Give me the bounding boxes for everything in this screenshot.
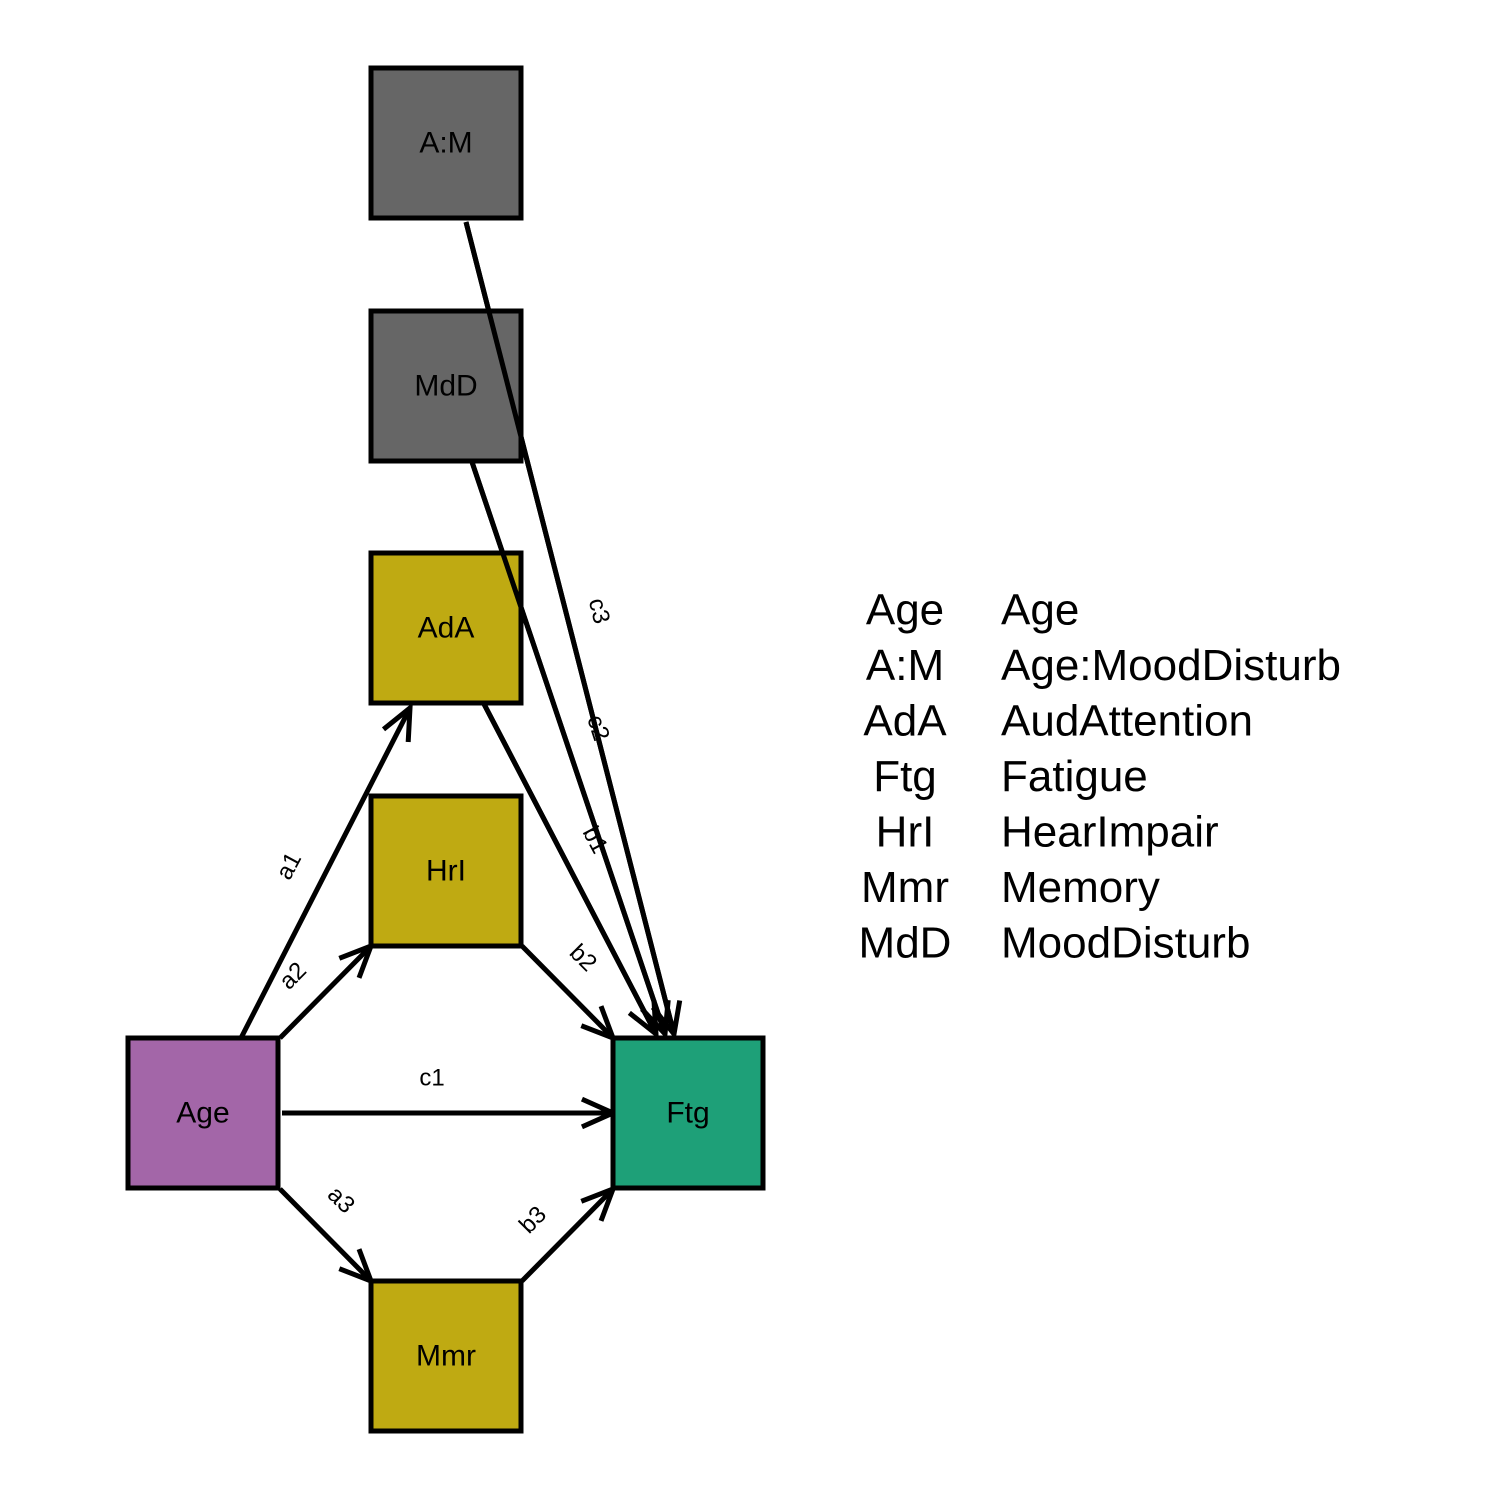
edge-b2: b2 <box>520 939 618 1043</box>
node-box <box>125 1035 281 1191</box>
edge-c2-overlay <box>469 461 668 1035</box>
edge-line <box>520 944 615 1040</box>
node-label: MdD <box>414 370 477 403</box>
edge-b1-overlay <box>481 702 659 1036</box>
node-mdd: MdD <box>368 308 524 464</box>
legend-full-name: HearImpair <box>1001 808 1219 857</box>
node-am: A:M <box>368 65 524 221</box>
legend-full-name: Fatigue <box>1001 752 1148 801</box>
node-box <box>610 1035 766 1191</box>
legend-row: AdA AudAttention <box>863 697 1253 746</box>
edge-label: b3 <box>514 1201 552 1239</box>
node-mmr: Mmr <box>368 1278 524 1434</box>
node-ada: AdA <box>368 550 524 706</box>
legend-full-name: Age:MoodDisturb <box>1001 641 1341 690</box>
legend-row: A:M Age:MoodDisturb <box>866 641 1341 690</box>
edge-label: c1 <box>419 1065 444 1092</box>
node-hri: HrI <box>368 793 524 949</box>
legend-abbr: Age <box>866 586 944 635</box>
edge-label: b2 <box>564 939 602 977</box>
node-label: Ftg <box>666 1097 709 1130</box>
legend-row: MdD MoodDisturb <box>859 919 1251 968</box>
legend-full-name: Memory <box>1001 863 1160 912</box>
legend-full-name: Age <box>1001 586 1079 635</box>
edge-c3-overlay <box>463 221 677 1035</box>
arrowhead-icon <box>381 702 413 743</box>
node-label: Mmr <box>416 1340 476 1373</box>
edge-label: a3 <box>322 1181 360 1219</box>
edge-c1: c1 <box>282 1065 620 1130</box>
node-age: Age <box>125 1035 281 1191</box>
node-box <box>368 793 524 949</box>
node-label: A:M <box>419 127 472 160</box>
node-label: AdA <box>418 612 475 645</box>
legend-abbr: HrI <box>876 808 935 857</box>
edge-line <box>238 706 413 1040</box>
legend-full-name: AudAttention <box>1001 697 1253 746</box>
edge-a2: a2 <box>274 941 376 1040</box>
edge-line <box>278 944 373 1040</box>
edge-b3: b3 <box>514 1184 618 1283</box>
legend-row: Ftg Fatigue <box>873 752 1148 801</box>
legend-row: Mmr Memory <box>861 863 1160 912</box>
edge-a3: a3 <box>278 1181 376 1286</box>
legend-abbr: Ftg <box>873 752 937 801</box>
edge-line <box>278 1187 373 1283</box>
node-label: Age <box>176 1097 229 1130</box>
node-label: HrI <box>426 855 466 888</box>
node-ftg: Ftg <box>610 1035 766 1191</box>
edge-line <box>520 1187 615 1283</box>
legend-abbr: MdD <box>859 919 952 968</box>
legend-row: HrI HearImpair <box>876 808 1219 857</box>
legend-full-name: MoodDisturb <box>1001 919 1250 968</box>
legend-abbr: AdA <box>863 697 947 746</box>
node-box <box>368 65 524 221</box>
legend-abbr: A:M <box>866 641 944 690</box>
node-box <box>368 550 524 706</box>
edge-label: a1 <box>271 848 307 884</box>
legend-abbr: Mmr <box>861 863 949 912</box>
node-box <box>368 1278 524 1434</box>
legend-row: Age Age <box>866 586 1079 635</box>
edge-label: c3 <box>583 595 615 626</box>
